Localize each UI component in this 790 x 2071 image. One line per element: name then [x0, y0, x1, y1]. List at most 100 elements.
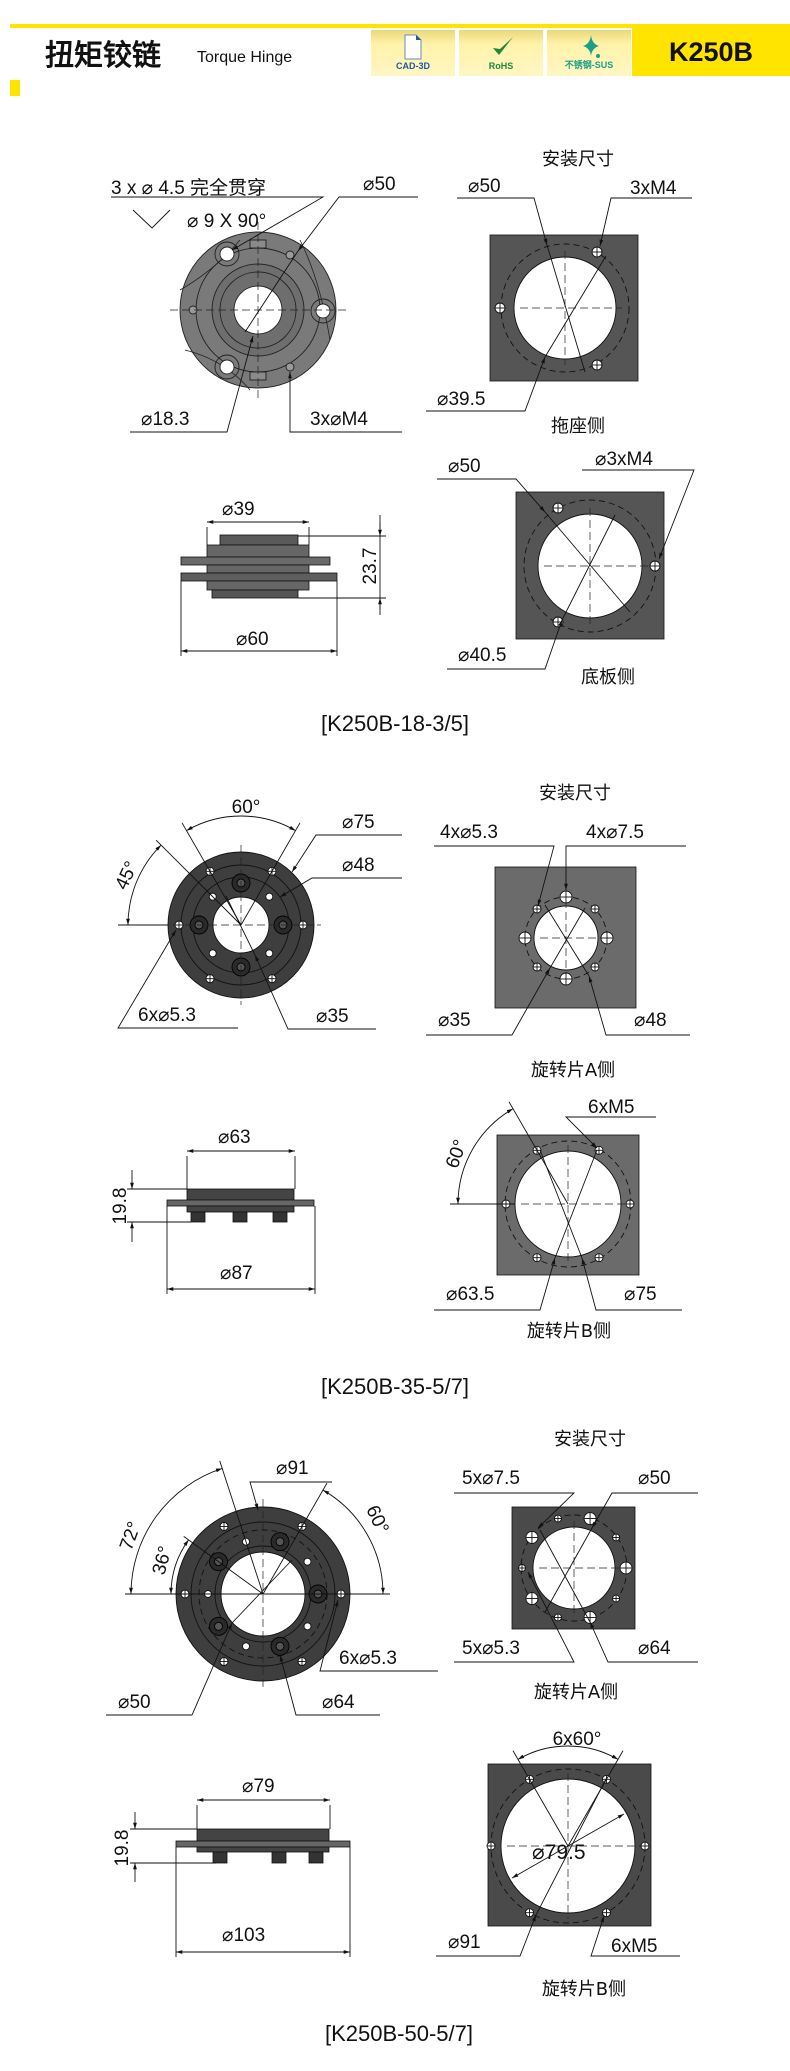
side-bolt	[272, 1211, 288, 1223]
dim-countersink: ⌀ 9 X 90°	[187, 211, 266, 232]
dim-holes: 6x⌀5.3	[339, 1648, 397, 1669]
leader-line	[106, 1622, 233, 1716]
section-title: [K250B-35-5/7]	[321, 1374, 469, 1399]
leader-line	[426, 967, 551, 1036]
mount-heading: 安装尺寸	[539, 783, 611, 804]
leader-line	[564, 845, 686, 890]
through-hole	[303, 1557, 312, 1566]
side-bolt	[271, 1851, 287, 1864]
leader-line	[589, 1621, 698, 1663]
leader-line	[297, 196, 418, 252]
section-title: [K250B-50-5/7]	[325, 2021, 473, 2046]
extension-line	[219, 1460, 264, 1595]
badge-cad-3d[interactable]: CAD-3D	[371, 30, 455, 76]
dim-outer: ⌀91	[276, 1458, 309, 1479]
dim-plate-a-small: 4x⌀5.3	[440, 822, 498, 843]
leader-line	[599, 197, 692, 247]
leader-line	[244, 250, 299, 333]
leader-line	[588, 975, 690, 1036]
leader-line	[544, 904, 590, 977]
bolt-socket	[275, 1641, 285, 1651]
countersink-ring	[214, 241, 240, 267]
dim-side-top: ⌀63	[218, 1127, 251, 1148]
side-flange	[180, 572, 338, 582]
leader-line	[591, 1492, 698, 1529]
plate-bore	[537, 513, 643, 619]
side-bolt	[308, 1851, 324, 1864]
leader-line	[539, 1529, 591, 1623]
mount-heading: 安装尺寸	[542, 149, 614, 170]
document-icon	[404, 34, 422, 60]
leader-line	[454, 1571, 575, 1663]
leader-line	[539, 1149, 583, 1259]
leader-line	[225, 895, 256, 956]
extension-line	[181, 822, 242, 926]
leader-line	[291, 834, 402, 873]
bolt-socket	[214, 1621, 223, 1631]
mount-heading: 安装尺寸	[554, 1429, 626, 1450]
side-body	[196, 1828, 330, 1842]
dim-through-holes: 3 x ⌀ 4.5 完全贯穿	[111, 177, 266, 199]
dim-plate-a-bore: ⌀35	[438, 1010, 471, 1031]
countersink-symbol	[132, 209, 171, 229]
dim-plate-b-threads: ⌀3xM4	[595, 449, 653, 470]
bolt-socket	[275, 1537, 285, 1547]
leader-line	[319, 1599, 438, 1672]
dim-side-height: 23.7	[360, 548, 381, 585]
leader-line	[434, 845, 555, 907]
leader-line	[254, 954, 376, 1030]
side-body	[206, 544, 310, 558]
dim-plate-b-bore: ⌀63.5	[446, 1284, 494, 1305]
badge-sus[interactable]: 不锈钢-SUS	[547, 30, 631, 76]
dim-pcd: ⌀50	[363, 174, 396, 195]
badge-rohs[interactable]: RoHS	[459, 30, 543, 76]
through-hole	[303, 1622, 312, 1631]
leader-line	[564, 1116, 656, 1149]
dim-side-height: 19.8	[112, 1830, 133, 1867]
extension-line	[155, 839, 242, 926]
dim-plate-b-threads: 6xM5	[611, 1936, 657, 1957]
through-hole	[219, 246, 235, 262]
dim-bore: ⌀18.3	[141, 409, 189, 430]
countersink-ring	[214, 354, 240, 380]
angle-arc	[129, 1468, 223, 1595]
dim-plate-b-bore: ⌀79.5	[532, 1841, 586, 1864]
plate-a-label: 旋转片A侧	[534, 1682, 618, 1703]
dim-plate-a-bore: ⌀39.5	[437, 389, 485, 410]
leader-line	[434, 1257, 556, 1311]
leader-line	[457, 197, 548, 246]
dim-side-height: 19.8	[110, 1188, 131, 1225]
leader-line	[544, 255, 607, 358]
dim-plate-b-pcd: ⌀91	[448, 1932, 481, 1953]
side-body	[186, 1205, 295, 1213]
leader-line	[535, 1778, 607, 1916]
leader-line	[111, 196, 325, 251]
dim-outer: ⌀75	[342, 812, 375, 833]
leader-line	[447, 619, 563, 670]
dim-line	[511, 1813, 625, 1879]
dim-bore: ⌀35	[316, 1006, 349, 1027]
side-flange	[166, 1199, 315, 1207]
side-ear	[180, 556, 331, 566]
extension-line	[240, 822, 301, 926]
leader-line	[231, 1559, 293, 1624]
dim-angle: 72°	[116, 1519, 146, 1553]
badge-label: RoHS	[488, 61, 514, 71]
leader-line	[561, 514, 616, 621]
checkmark-icon	[493, 37, 513, 55]
leader-line	[581, 1257, 682, 1311]
dim-angle: 36°	[149, 1544, 177, 1577]
page-subtitle: Torque Hinge	[197, 49, 293, 66]
leader-line	[249, 1481, 332, 1511]
dim-holes: 6x⌀5.3	[138, 1005, 196, 1026]
dim-side-top: ⌀79	[242, 1776, 275, 1797]
section-title: [K250B-18-3/5]	[321, 711, 469, 736]
dim-pcd: ⌀64	[322, 1692, 355, 1713]
dim-plate-a-bore: ⌀50	[638, 1468, 671, 1489]
dim-angle: 45°	[111, 858, 142, 893]
plate-a-label: 旋转片A侧	[531, 1060, 615, 1081]
dim-plate-a-large: 5x⌀7.5	[462, 1468, 520, 1489]
countersink-ring	[310, 298, 336, 324]
plate-a-label: 拖座侧	[551, 416, 605, 437]
dim-side-flange: ⌀87	[220, 1263, 253, 1284]
